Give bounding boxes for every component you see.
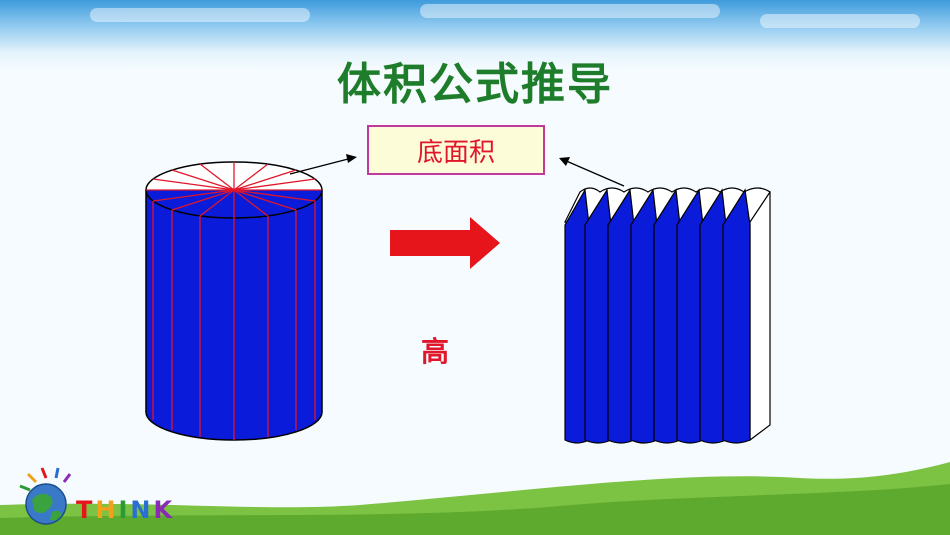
sky-banner bbox=[0, 0, 950, 70]
right-arrow-icon bbox=[390, 217, 500, 269]
logo-letter: K bbox=[153, 496, 176, 524]
globe-puzzle-icon bbox=[19, 467, 72, 525]
slide-title: 体积公式推导 bbox=[337, 59, 613, 110]
grass-hill bbox=[0, 462, 950, 535]
prism-shape bbox=[564, 187, 771, 444]
sky-streak bbox=[90, 8, 310, 22]
pointer-arrow-left bbox=[289, 154, 357, 175]
base-area-label: 底面积 bbox=[367, 125, 545, 175]
logo-letter: I bbox=[118, 496, 131, 524]
think-logo: THINK bbox=[76, 496, 175, 524]
sky-streak bbox=[420, 4, 720, 18]
height-label: 高 bbox=[420, 335, 449, 368]
pointer-arrow-right bbox=[559, 157, 625, 187]
logo-letter: N bbox=[130, 496, 154, 524]
sky-streak bbox=[760, 14, 920, 28]
logo-letter: T bbox=[76, 496, 96, 524]
logo-letter: H bbox=[95, 496, 119, 524]
cylinder-shape bbox=[145, 161, 323, 441]
